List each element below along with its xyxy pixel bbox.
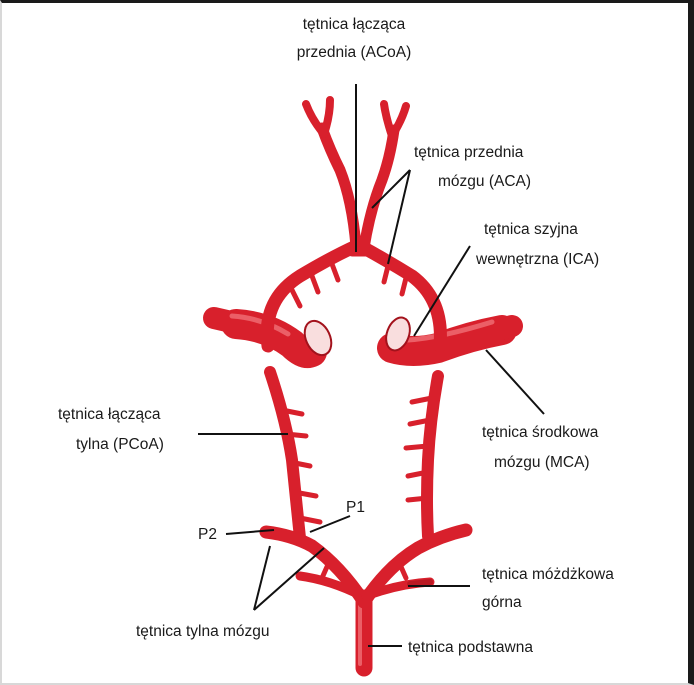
label-p1: P1 — [346, 499, 365, 516]
label-acoa-line1: tętnica łącząca — [303, 16, 406, 33]
label-mca-line1: tętnica środkowa — [482, 424, 599, 441]
label-acoa-line2: przednia (ACoA) — [297, 44, 412, 61]
leader-pca-1 — [254, 546, 270, 610]
label-pcoa-line2: tylna (PCoA) — [76, 436, 164, 453]
label-pcoa-line1: tętnica łącząca — [58, 406, 161, 423]
anterior-cerebral-artery-right — [364, 130, 394, 248]
middle-cerebral-artery-left — [214, 318, 240, 324]
arch-right-perforator-1 — [384, 266, 388, 282]
label-ica-line2: wewnętrzna (ICA) — [475, 251, 599, 268]
sca-right-stub — [410, 582, 430, 584]
arch-right-perforator-2 — [402, 278, 406, 294]
aca-left-branch-inner — [324, 100, 330, 134]
label-basilar: tętnica podstawna — [408, 639, 533, 656]
arch-left-perforator-2 — [312, 276, 318, 292]
label-pca: tętnica tylna mózgu — [136, 623, 270, 640]
leader-lines — [198, 84, 544, 646]
pcoa-right-perforator-3 — [406, 446, 428, 448]
arch-left-perforator-1 — [292, 290, 300, 306]
label-p2: P2 — [198, 526, 217, 543]
leader-aca-2 — [388, 170, 410, 264]
arch-left-perforator-3 — [332, 264, 338, 280]
label-aca-line2: mózgu (ACA) — [438, 173, 531, 190]
pcoa-right-perforator-5 — [408, 498, 428, 500]
middle-cerebral-artery-right — [498, 326, 512, 330]
leader-p1 — [310, 516, 350, 532]
aca-right-branch-outer — [392, 106, 406, 136]
leader-mca — [486, 350, 544, 414]
label-sca-line2: górna — [482, 594, 522, 611]
pcoa-left-perforator-2 — [286, 434, 306, 436]
posterior-communicating-artery-left — [270, 372, 300, 538]
label-aca-line1: tętnica przednia — [414, 144, 524, 161]
label-sca-line1: tętnica móżdżkowa — [482, 566, 614, 583]
anterior-cerebral-artery-left — [322, 128, 356, 246]
label-ica-line1: tętnica szyjna — [484, 221, 578, 238]
label-mca-line2: mózgu (MCA) — [494, 454, 590, 471]
